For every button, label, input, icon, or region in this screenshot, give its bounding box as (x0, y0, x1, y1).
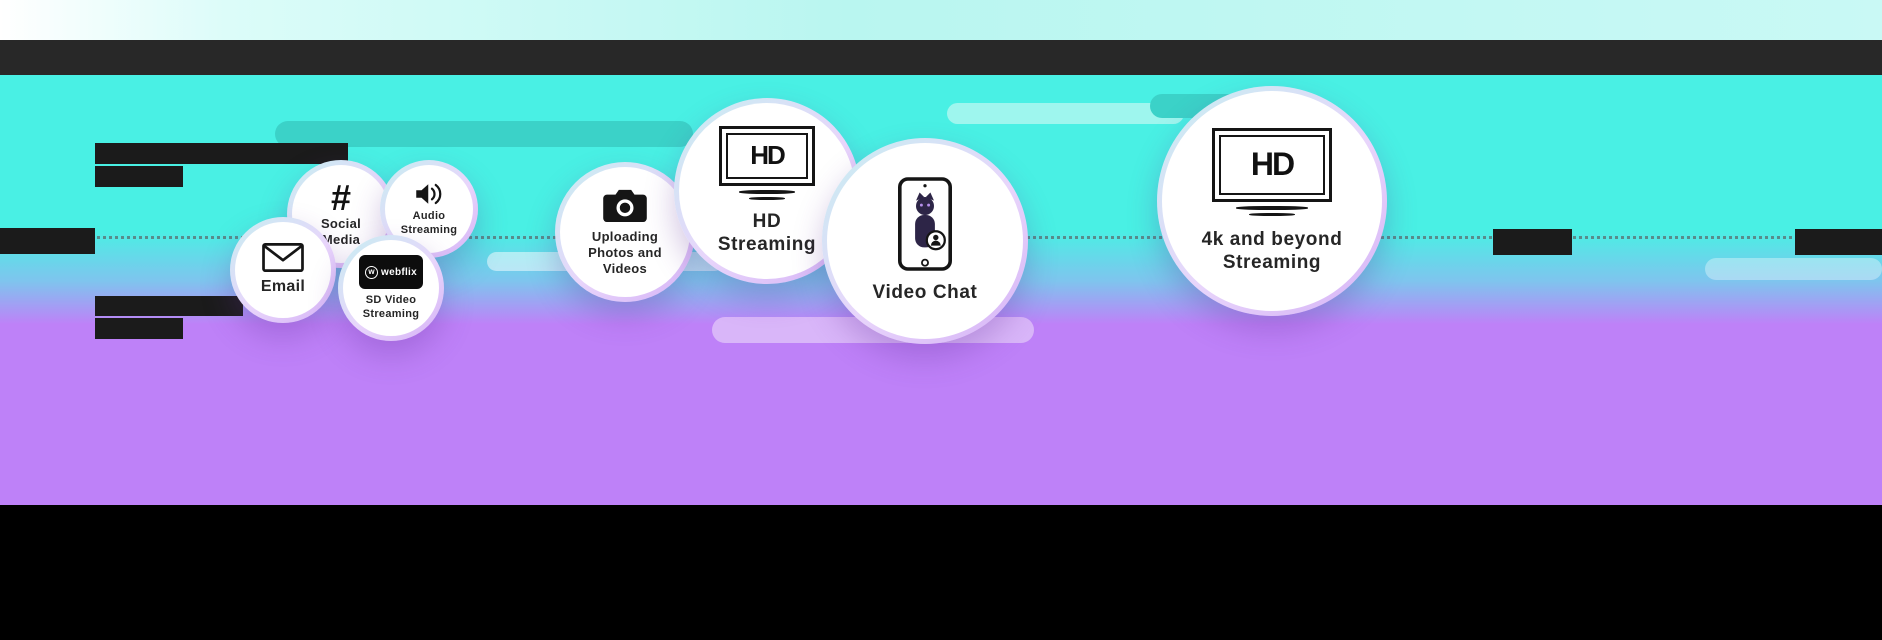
bubble-label: SD Video Streaming (362, 294, 420, 320)
bubble-hd-streaming: HD HD Streaming (674, 98, 860, 284)
redacted-text-bar (95, 318, 183, 339)
decor-pill (947, 103, 1184, 124)
bubble-label: HD Streaming (717, 210, 817, 255)
redacted-text-bar (1795, 229, 1882, 255)
hashtag-icon: # (330, 177, 352, 219)
bubble-email: Email (230, 217, 336, 323)
bubble-label: 4k and beyond Streaming (1201, 228, 1343, 273)
redacted-text-bar (0, 228, 95, 254)
camera-icon (602, 187, 648, 223)
4k-tv-icon: HD (1212, 127, 1332, 216)
top-light-strip (0, 0, 1882, 40)
redacted-text-bar (1493, 229, 1572, 255)
decor-pill (1705, 258, 1882, 280)
bubble-label: Social Media (320, 216, 362, 247)
decor-pill (275, 121, 693, 147)
bubble-sd-video-streaming: w webflix SD Video Streaming (338, 235, 444, 341)
hd-tv-icon: HD (719, 125, 815, 200)
tv-screen-text: HD (750, 140, 786, 171)
bubble-audio-streaming: Audio Streaming (380, 160, 478, 258)
speaker-icon (414, 181, 444, 207)
envelope-icon (262, 243, 304, 273)
caller-badge (925, 230, 946, 251)
redacted-text-bar (95, 296, 243, 316)
video-chat-phone-icon (898, 177, 952, 272)
bubble-video-chat: Video Chat (822, 138, 1028, 344)
tv-screen-text: HD (1250, 146, 1295, 183)
redacted-text-bar (95, 166, 183, 187)
bubble-label: Video Chat (872, 282, 978, 304)
bubble-label: Audio Streaming (400, 210, 458, 236)
bottom-black-bar (0, 505, 1882, 640)
bubble-label: Email (260, 278, 306, 296)
top-dark-bar (0, 40, 1882, 75)
webflix-wordmark: webflix (381, 266, 417, 278)
bubble-4k-streaming: HD 4k and beyond Streaming (1157, 86, 1387, 316)
webflix-mark: w (365, 265, 378, 279)
bubble-uploading-photos: Uploading Photos and Videos (555, 162, 695, 302)
webflix-screen-icon: w webflix (359, 255, 423, 290)
bubble-label: Uploading Photos and Videos (588, 229, 662, 276)
redacted-text-bar (95, 143, 348, 164)
